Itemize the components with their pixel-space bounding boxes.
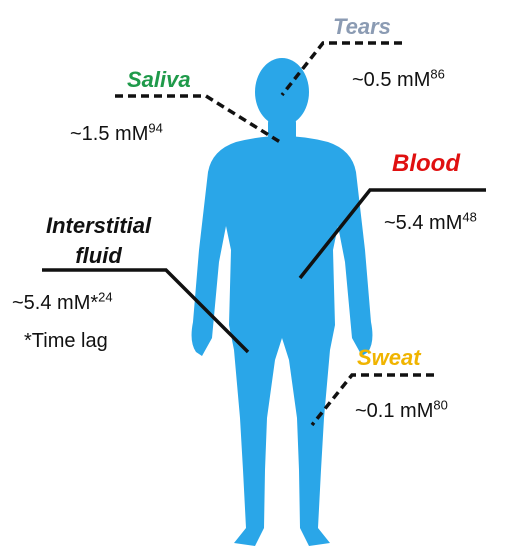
- sweat-concentration: ~0.1 mM80: [355, 401, 448, 421]
- tears-label: Tears: [333, 16, 391, 38]
- blood-label: Blood: [392, 152, 460, 176]
- blood-concentration: ~5.4 mM48: [384, 213, 477, 233]
- interstitial-reference: 24: [98, 289, 112, 304]
- interstitial-label-line1: Interstitial: [46, 211, 151, 241]
- body-shape: [192, 136, 373, 546]
- interstitial-label-line2: fluid: [46, 241, 151, 271]
- tears-concentration: ~0.5 mM86: [352, 70, 445, 90]
- time-lag-note: *Time lag: [24, 331, 108, 351]
- blood-reference: 48: [462, 209, 476, 224]
- blood-value: ~5.4 mM: [384, 212, 462, 234]
- tears-value: ~0.5 mM: [352, 69, 430, 91]
- interstitial-value: ~5.4 mM*: [12, 292, 98, 314]
- saliva-value: ~1.5 mM: [70, 123, 148, 145]
- saliva-concentration: ~1.5 mM94: [70, 124, 163, 144]
- human-body-silhouette: [192, 58, 373, 546]
- sweat-reference: 80: [433, 397, 447, 412]
- interstitial-concentration: ~5.4 mM*24: [12, 293, 113, 313]
- saliva-label: Saliva: [127, 69, 191, 91]
- interstitial-fluid-label: Interstitial fluid: [46, 211, 151, 271]
- tears-reference: 86: [430, 66, 444, 81]
- sweat-label: Sweat: [357, 347, 421, 369]
- sweat-value: ~0.1 mM: [355, 400, 433, 422]
- saliva-reference: 94: [148, 120, 162, 135]
